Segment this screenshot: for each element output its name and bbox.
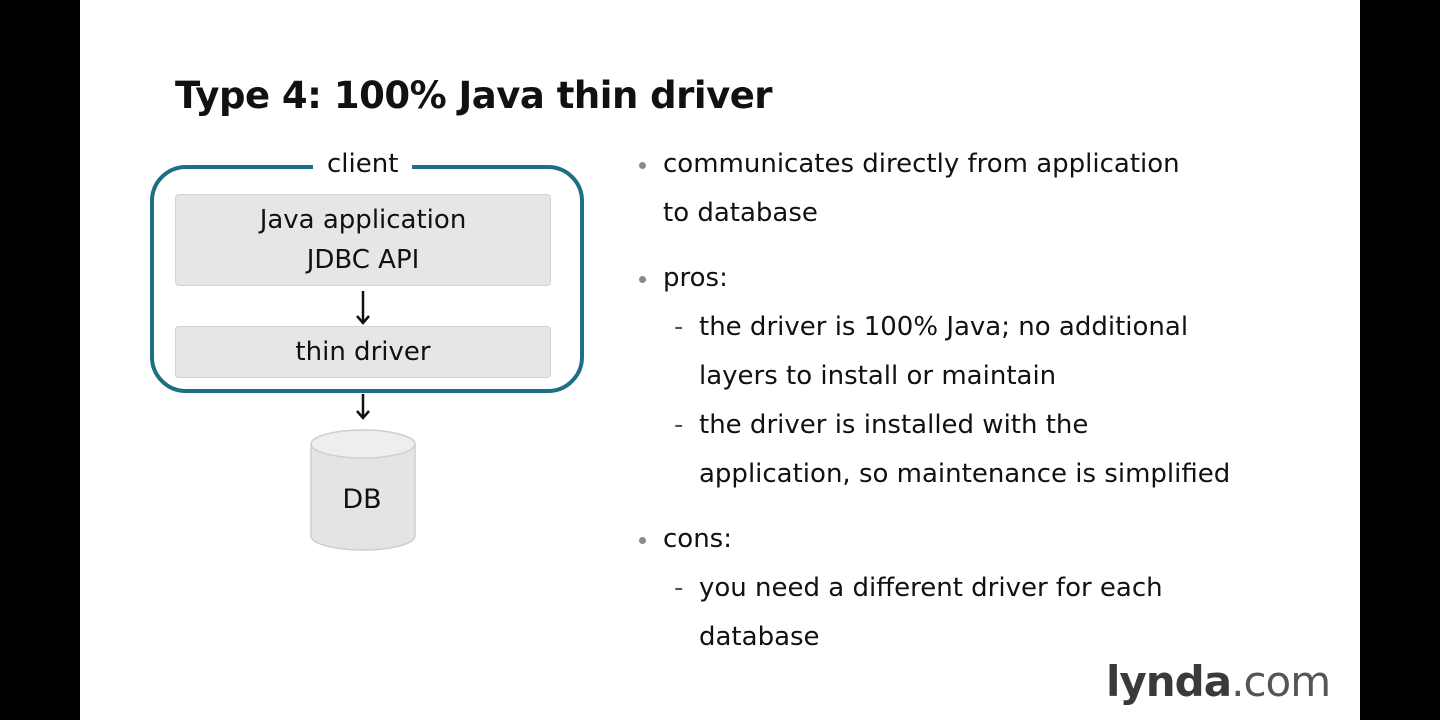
sub-bullet-item: - the driver is installed with the appli…: [636, 401, 1336, 499]
bullet-text: pros:: [663, 263, 728, 293]
bullet-item: cons:: [636, 515, 1336, 564]
jdbc-api-label: JDBC API: [306, 245, 420, 275]
bullet-list: communicates directly from application t…: [636, 140, 1336, 662]
slide-title: Type 4: 100% Java thin driver: [175, 74, 773, 117]
dash-marker: -: [674, 312, 684, 342]
dash-marker: -: [674, 410, 684, 440]
sub-bullet-item: - the driver is 100% Java; no additional…: [636, 303, 1336, 401]
thin-driver-label: thin driver: [295, 337, 431, 367]
java-application-box: Java application JDBC API: [175, 194, 551, 286]
bullet-item: pros:: [636, 254, 1336, 303]
lynda-logo: lynda.com: [1106, 654, 1331, 710]
bullet-dot-icon: [639, 162, 646, 169]
bullet-item: communicates directly from application t…: [636, 140, 1336, 238]
thin-driver-box: thin driver: [175, 326, 551, 378]
logo-brand: lynda: [1106, 657, 1232, 706]
db-label: DB: [342, 484, 382, 515]
bullet-text: to database: [663, 198, 818, 228]
sub-bullet-text: database: [699, 622, 820, 652]
bullet-dot-icon: [639, 276, 646, 283]
dash-marker: -: [674, 573, 684, 603]
sub-bullet-text: the driver is installed with the: [699, 410, 1089, 440]
arrow-down-icon: [356, 394, 370, 420]
sub-bullet-text: layers to install or maintain: [699, 361, 1057, 391]
sub-bullet-text: the driver is 100% Java; no additional: [699, 312, 1189, 342]
bullet-text: communicates directly from application: [663, 149, 1180, 179]
client-label: client: [313, 146, 413, 182]
sub-bullet-item: - you need a different driver for each d…: [636, 564, 1336, 662]
java-application-label: Java application: [259, 205, 467, 235]
logo-tld: .com: [1231, 657, 1331, 706]
bullet-dot-icon: [639, 537, 646, 544]
sub-bullet-text: application, so maintenance is simplifie…: [699, 459, 1231, 489]
sub-bullet-text: you need a different driver for each: [699, 573, 1163, 603]
arrow-down-icon: [356, 291, 370, 325]
slide: Type 4: 100% Java thin driver client Jav…: [80, 0, 1360, 720]
bullet-text: cons:: [663, 524, 732, 554]
database-cylinder-icon: [310, 429, 416, 551]
